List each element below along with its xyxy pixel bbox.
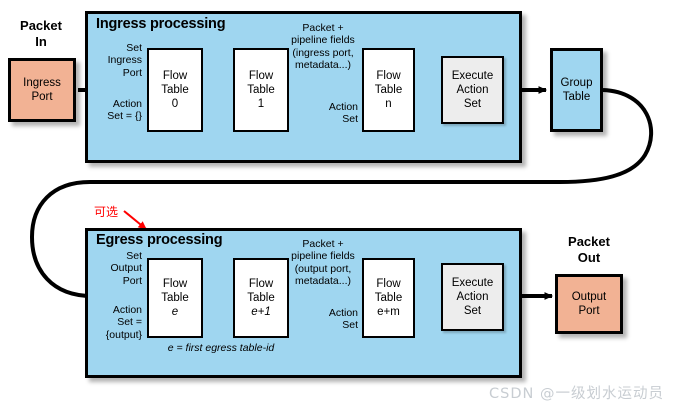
optional-annotation-arrow [123,210,147,230]
flow-table-1-name: Flow Table [247,70,275,96]
flow-table-0-index: 0 [171,98,179,110]
ingress-port-box[interactable]: Ingress Port [8,58,76,122]
ingress-execute-action-set[interactable]: Execute Action Set [441,56,504,124]
egress-mid-note-bottom: Action Set [328,307,358,332]
ingress-panel-title: Ingress processing [96,16,226,32]
csdn-watermark: CSDN @一级划水运动员 [489,386,664,402]
flow-table-e-plus-m-index: e+m [377,306,400,318]
flow-table-e[interactable]: Flow Table e [147,258,203,338]
flow-table-e-plus-1[interactable]: Flow Table e+1 [233,258,289,338]
flow-table-e-plus-m[interactable]: Flow Table e+m [362,258,415,338]
packet-out-heading: Packet Out [568,234,610,265]
egress-entry-note-bottom: Action Set = {output} [105,304,142,341]
flow-table-1[interactable]: Flow Table 1 [233,48,289,132]
flow-table-n-name: Flow Table [374,70,403,96]
ingress-entry-note-bottom: Action Set = {} [107,98,142,123]
flow-table-e-plus-m-name: Flow Table [374,278,403,304]
flow-table-1-index: 1 [257,98,265,110]
flow-table-e-index: e [171,306,179,318]
flow-table-n[interactable]: Flow Table n [362,48,415,132]
flow-table-e-name: Flow Table [161,278,189,304]
egress-entry-note-top: Set Output Port [110,250,142,287]
optional-annotation-label: 可选 [94,205,119,219]
ingress-entry-note-top: Set Ingress Port [107,42,142,79]
group-table-box[interactable]: Group Table [550,48,603,132]
ingress-mid-note-top: Packet + pipeline fields (ingress port, … [291,22,355,72]
ingress-mid-note-bottom: Action Set [328,101,358,126]
egress-mid-note-top: Packet + pipeline fields (output port, m… [291,238,355,288]
egress-panel-title: Egress processing [96,232,223,248]
flow-table-0[interactable]: Flow Table 0 [147,48,203,132]
flow-table-0-name: Flow Table [161,70,189,96]
flow-table-e-plus-1-index: e+1 [251,306,271,318]
flow-table-e-plus-1-name: Flow Table [247,278,275,304]
output-port-box[interactable]: Output Port [555,274,623,334]
egress-execute-action-set[interactable]: Execute Action Set [441,263,504,331]
packet-in-heading: Packet In [20,18,62,49]
flow-table-n-index: n [385,98,392,110]
egress-footnote: e = first egress table-id [167,342,275,354]
